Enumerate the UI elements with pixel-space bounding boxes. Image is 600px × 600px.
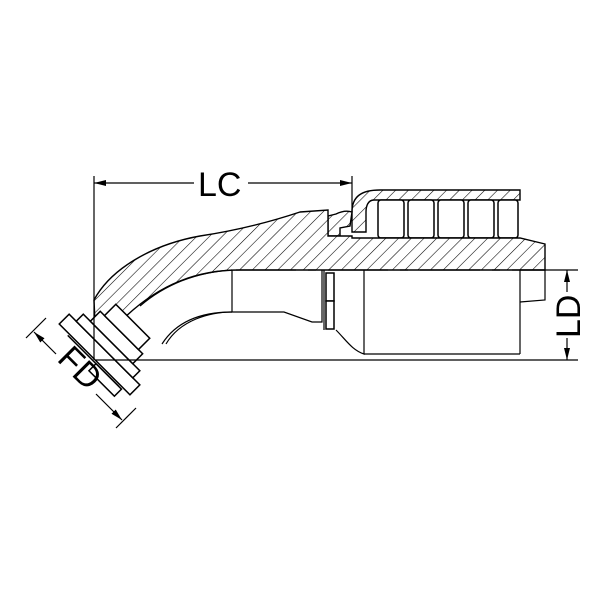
elbow-outer-curve — [165, 311, 233, 345]
dimension-lc: LC — [93, 166, 353, 360]
flange-head — [58, 303, 151, 398]
dimension-ld: LD — [96, 269, 588, 361]
socket-ferrule — [327, 189, 521, 239]
label-ld: LD — [550, 295, 588, 338]
socket-serrations — [377, 199, 519, 239]
nipple-bore — [139, 269, 546, 355]
label-lc: LC — [198, 166, 241, 204]
